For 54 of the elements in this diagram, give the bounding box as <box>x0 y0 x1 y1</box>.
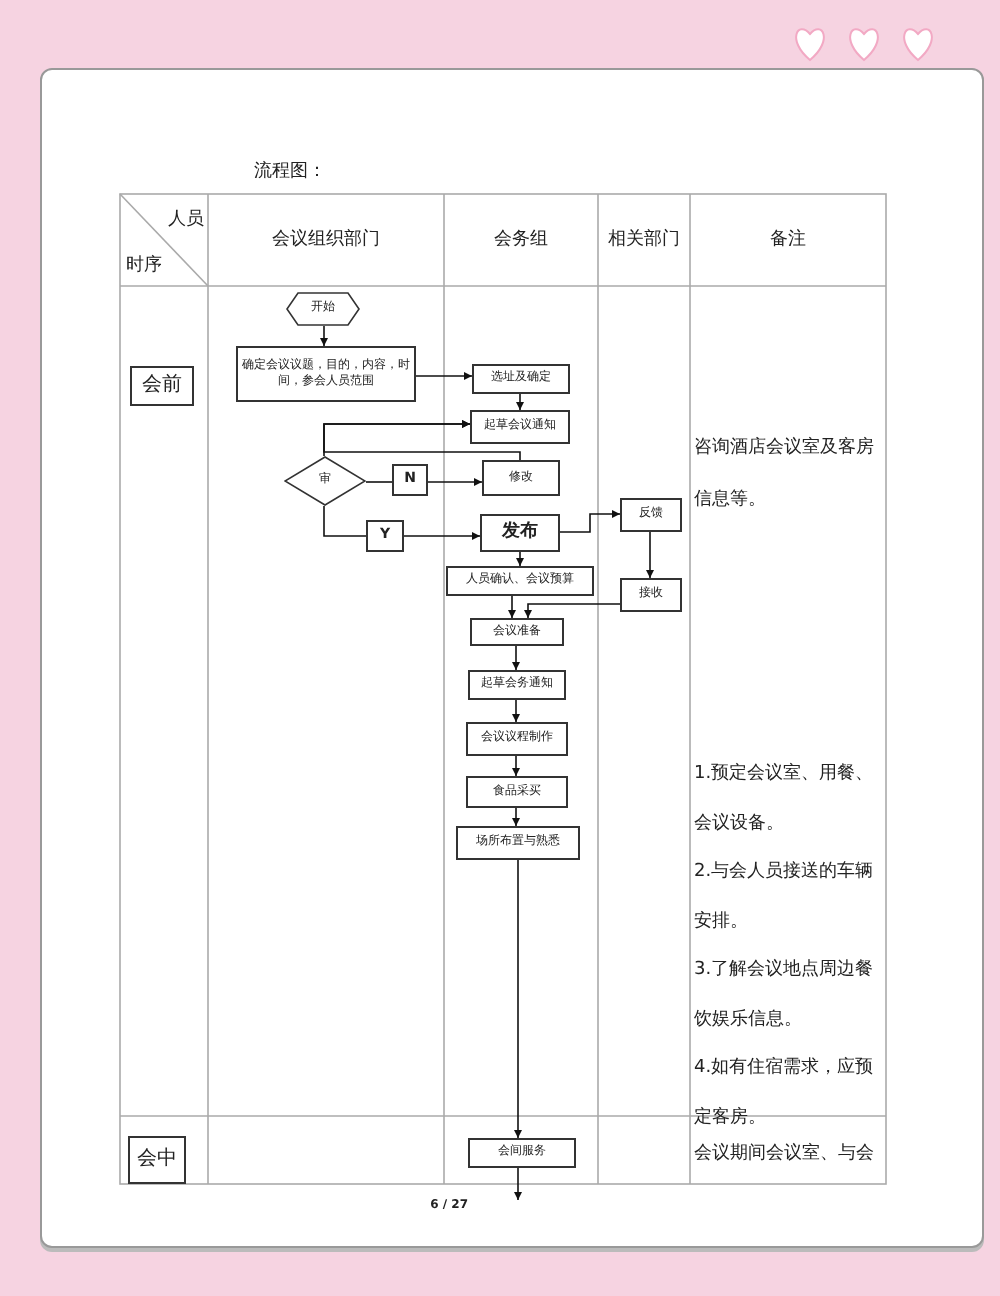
connector-line <box>323 505 367 537</box>
node-text: 会前 <box>142 372 182 400</box>
arrow <box>516 393 524 411</box>
process-box <box>482 460 560 496</box>
connector-line <box>365 481 393 483</box>
process-box <box>480 514 560 552</box>
row-header-box <box>128 1136 186 1184</box>
process-box <box>446 566 594 596</box>
diagram-title: 流程图： <box>254 162 326 182</box>
column-header: 会议组织部门 <box>272 230 380 250</box>
arrow <box>512 699 520 723</box>
node-text: 发布 <box>502 520 538 546</box>
row-header-box <box>130 366 194 406</box>
note-text: 咨询酒店会议室及客房信息等。 <box>694 438 874 510</box>
process-box <box>466 722 568 756</box>
process-box <box>470 410 570 444</box>
process-box <box>456 826 580 860</box>
column-header: 相关部门 <box>608 230 680 250</box>
arrow <box>646 531 654 579</box>
node-text: 会中 <box>137 1146 177 1174</box>
process-box <box>470 618 564 646</box>
process-box <box>472 364 570 394</box>
process-box <box>620 498 682 532</box>
note-text: 2.与会人员接送的车辆安排。 <box>694 862 874 931</box>
arrow <box>514 1167 522 1201</box>
arrow <box>514 859 522 1139</box>
process-box <box>468 670 566 700</box>
column-header: 会务组 <box>494 230 548 250</box>
arrow <box>323 420 521 461</box>
arrow <box>508 595 516 619</box>
note-text: 会议期间会议室、与会 <box>694 1144 874 1164</box>
note-text: 1.预定会议室、用餐、会议设备。 <box>694 764 874 833</box>
arrow <box>403 532 481 540</box>
arrow <box>415 372 473 380</box>
arrow <box>559 510 621 533</box>
process-box <box>620 578 682 612</box>
process-box <box>236 346 416 402</box>
column-header: 备注 <box>770 230 806 250</box>
branch-label-box <box>392 464 428 496</box>
process-box <box>466 776 568 808</box>
note-text: 4.如有住宿需求，应预定客房。 <box>694 1058 874 1127</box>
decision-diamond <box>284 456 366 506</box>
branch-label-box <box>366 520 404 552</box>
arrow <box>427 478 483 486</box>
arrow <box>524 603 621 619</box>
column-header: 人员 <box>168 210 204 230</box>
arrow <box>512 807 520 827</box>
note-text: 3.了解会议地点周边餐饮娱乐信息。 <box>694 960 874 1029</box>
row-header: 时序 <box>126 256 162 276</box>
arrow <box>516 551 524 567</box>
arrow <box>512 755 520 777</box>
process-box <box>468 1138 576 1168</box>
arrow <box>512 645 520 671</box>
arrow <box>320 325 328 347</box>
